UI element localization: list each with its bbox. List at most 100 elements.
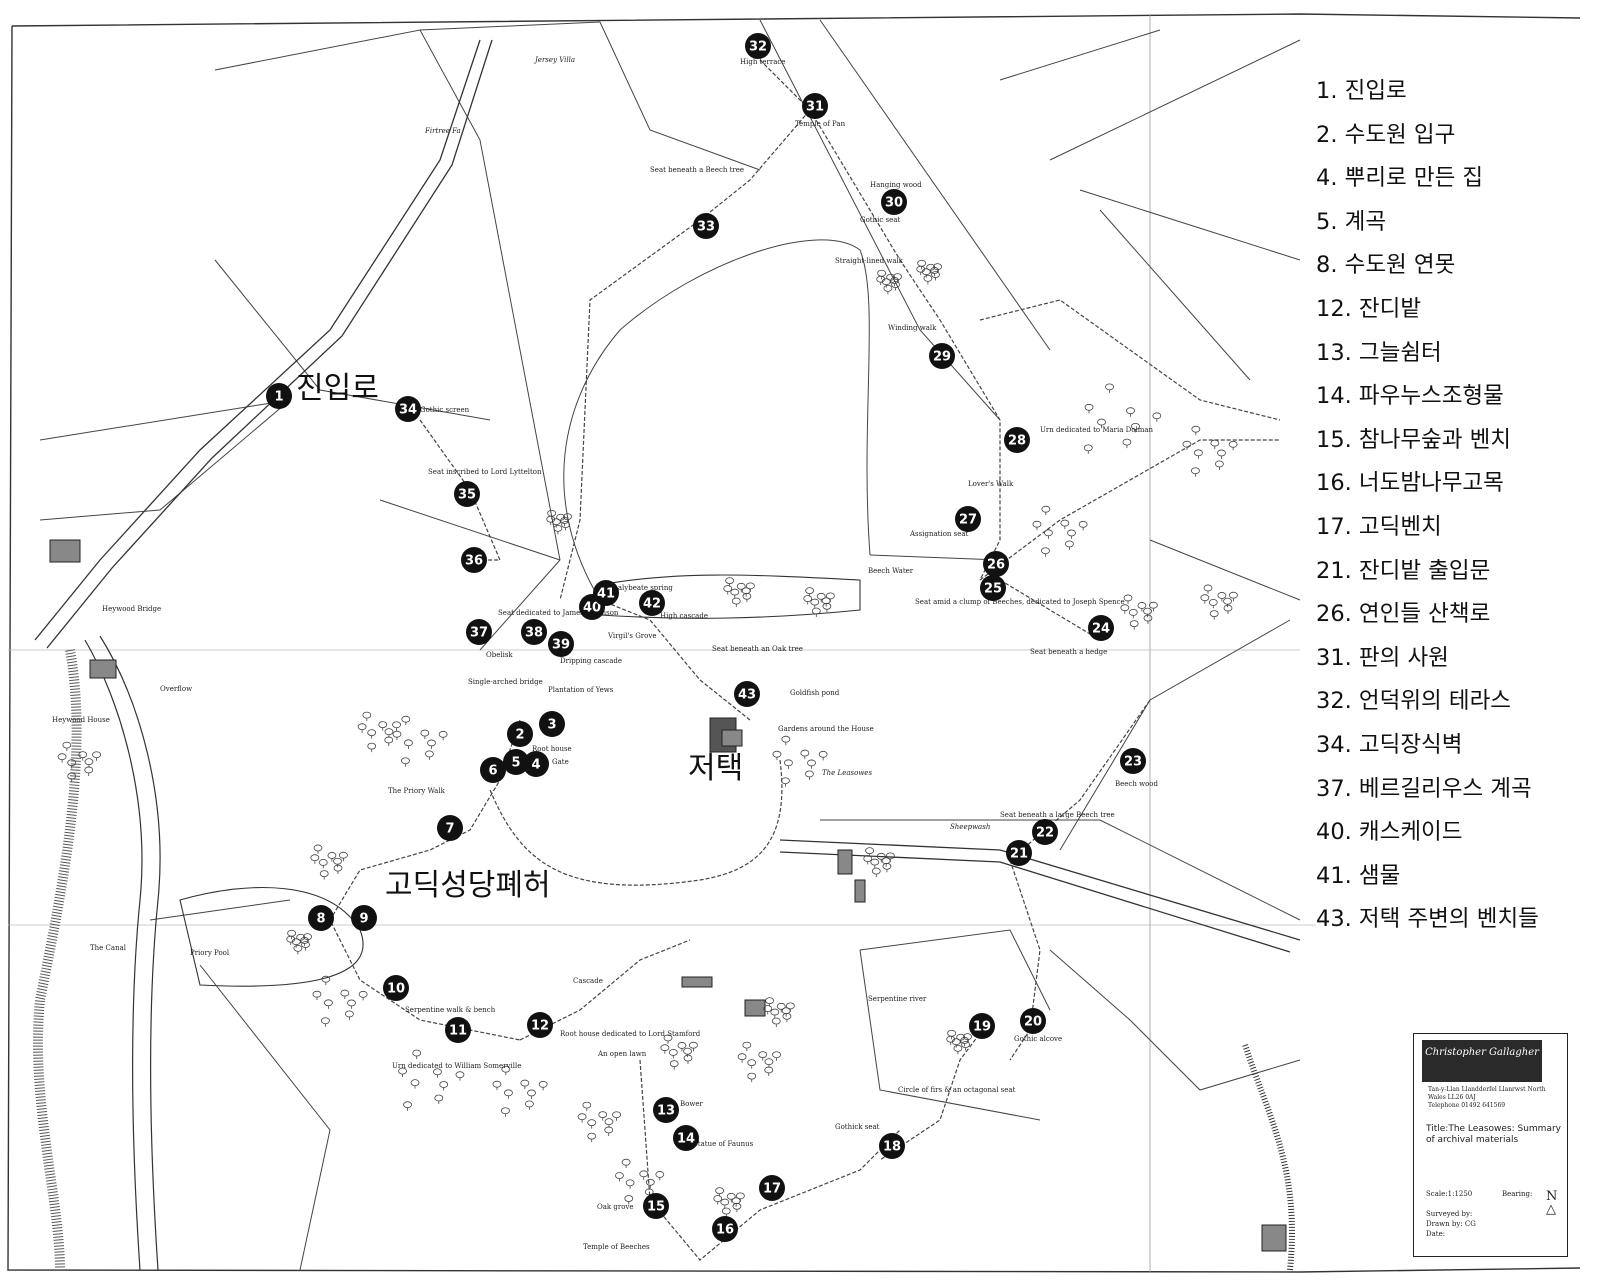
marker-number: 32 bbox=[749, 40, 767, 55]
other-buildings bbox=[49, 539, 1287, 1252]
tree-icon bbox=[310, 854, 320, 864]
label-serpentine-river: Serpentine river bbox=[868, 995, 927, 1003]
tree-icon bbox=[1137, 602, 1147, 612]
marker-circle bbox=[437, 815, 463, 841]
marker-20: 20 bbox=[1020, 1008, 1046, 1034]
marker-number: 29 bbox=[933, 350, 951, 365]
tree-icon bbox=[367, 742, 377, 753]
tree-icon bbox=[800, 749, 810, 760]
tree-icon bbox=[731, 597, 741, 608]
tree-icon bbox=[639, 1170, 649, 1180]
label-winding-walk: Winding walk bbox=[888, 324, 937, 332]
legend-item: 1. 진입로 bbox=[1316, 78, 1407, 104]
marker-11: 11 bbox=[445, 1017, 471, 1043]
label-lovers-walk: Lover's Walk bbox=[968, 480, 1014, 488]
tree-icon bbox=[776, 1002, 786, 1013]
marker-circle bbox=[673, 1125, 699, 1151]
label-beech-wood: Beech wood bbox=[1115, 780, 1159, 788]
label-seat-hedge: Seat beneath a hedge bbox=[1030, 648, 1107, 656]
marker-number: 3 bbox=[547, 718, 556, 733]
tree-icon bbox=[747, 1072, 757, 1083]
marker-circle bbox=[351, 905, 377, 931]
legend-item: 26. 연인들 산책로 bbox=[1316, 601, 1491, 628]
marker-number: 21 bbox=[1010, 847, 1028, 862]
tree-icon bbox=[1228, 440, 1238, 451]
marker-number: 36 bbox=[465, 554, 483, 569]
tree-icon bbox=[492, 1080, 502, 1091]
tree-icon bbox=[732, 1202, 742, 1213]
tree-icon bbox=[392, 721, 401, 731]
legend-item: 32. 언덕위의 테라스 bbox=[1316, 688, 1511, 715]
label-high-terrace: High terrace bbox=[740, 58, 785, 66]
marker-7: 7 bbox=[437, 815, 463, 841]
tree-icon bbox=[1229, 591, 1238, 602]
tree-icon bbox=[324, 999, 333, 1009]
marker-circle bbox=[759, 1175, 785, 1201]
tree-icon bbox=[1209, 610, 1219, 620]
tree-icon bbox=[1191, 467, 1200, 477]
marker-number: 23 bbox=[1124, 755, 1142, 770]
marker-number: 35 bbox=[458, 488, 476, 503]
surveyed-by: Surveyed by: bbox=[1426, 1210, 1473, 1218]
tree-icon bbox=[1208, 599, 1218, 609]
legend-item: 15. 참나무숲과 벤치 bbox=[1316, 426, 1511, 453]
marker-number: 30 bbox=[885, 196, 903, 211]
marker-32: 32 bbox=[745, 33, 771, 59]
tree-icon bbox=[1203, 584, 1213, 594]
marker-2: 2 bbox=[507, 721, 533, 747]
tree-icon bbox=[781, 777, 790, 787]
marker-42: 42 bbox=[639, 590, 665, 616]
label-the-leasowes: The Leasowes bbox=[822, 769, 872, 777]
tree-icon bbox=[62, 741, 72, 752]
scale-label: Scale:1:1250 bbox=[1426, 1190, 1473, 1198]
tree-icon bbox=[455, 1071, 465, 1081]
tree-icon bbox=[931, 271, 940, 281]
label-priory-walk: The Priory Walk bbox=[388, 787, 446, 795]
legend-item: 41. 샘물 bbox=[1316, 862, 1401, 889]
tree-icon bbox=[730, 588, 740, 599]
tree-icon bbox=[520, 1079, 530, 1090]
tree-icon bbox=[582, 1101, 592, 1112]
label-sheepwash: Sheepwash bbox=[950, 823, 990, 831]
marker-27: 27 bbox=[955, 506, 981, 532]
marker-6: 6 bbox=[480, 757, 506, 783]
legend-item: 2. 수도원 입구 bbox=[1316, 121, 1456, 148]
tree-icon bbox=[551, 518, 561, 528]
label-heywood-bridge: Heywood Bridge bbox=[102, 605, 161, 613]
tree-icon bbox=[598, 1111, 608, 1121]
tree-icon bbox=[961, 1041, 970, 1051]
tree-icon bbox=[1210, 439, 1220, 450]
legend-item: 34. 고딕장식벽 bbox=[1316, 731, 1463, 758]
legend-item: 8. 수도원 연못 bbox=[1316, 252, 1456, 279]
tree-icon bbox=[660, 1044, 670, 1054]
tree-icon bbox=[1149, 601, 1158, 612]
marker-26: 26 bbox=[983, 551, 1009, 577]
marker-5: 5 bbox=[503, 749, 529, 775]
tree-icon bbox=[1191, 425, 1201, 436]
tree-icon bbox=[805, 770, 814, 780]
marker-43: 43 bbox=[734, 681, 760, 707]
tree-icon bbox=[1217, 449, 1226, 459]
marker-21: 21 bbox=[1006, 840, 1032, 866]
tree-icon bbox=[807, 759, 816, 769]
tree-icon bbox=[1200, 594, 1210, 604]
tree-icon bbox=[367, 729, 377, 739]
tree-icon bbox=[1105, 383, 1114, 393]
marker-4: 4 bbox=[523, 751, 549, 777]
house-building bbox=[709, 717, 743, 753]
marker-circle bbox=[454, 481, 480, 507]
tree-icon bbox=[553, 524, 563, 535]
legend-item: 12. 잔디밭 bbox=[1316, 295, 1422, 322]
marker-number: 33 bbox=[697, 220, 715, 235]
tree-icon bbox=[1067, 529, 1076, 539]
marker-circle bbox=[461, 547, 487, 573]
marker-circle bbox=[643, 1193, 669, 1219]
marker-circle bbox=[445, 1017, 471, 1043]
marker-24: 24 bbox=[1088, 615, 1114, 641]
marker-number: 19 bbox=[973, 1020, 991, 1035]
marker-number: 26 bbox=[987, 558, 1005, 573]
title-block: Christopher Gallagher Tan-y-Llan Llandde… bbox=[1413, 1033, 1568, 1257]
tree-icon bbox=[312, 990, 322, 1001]
